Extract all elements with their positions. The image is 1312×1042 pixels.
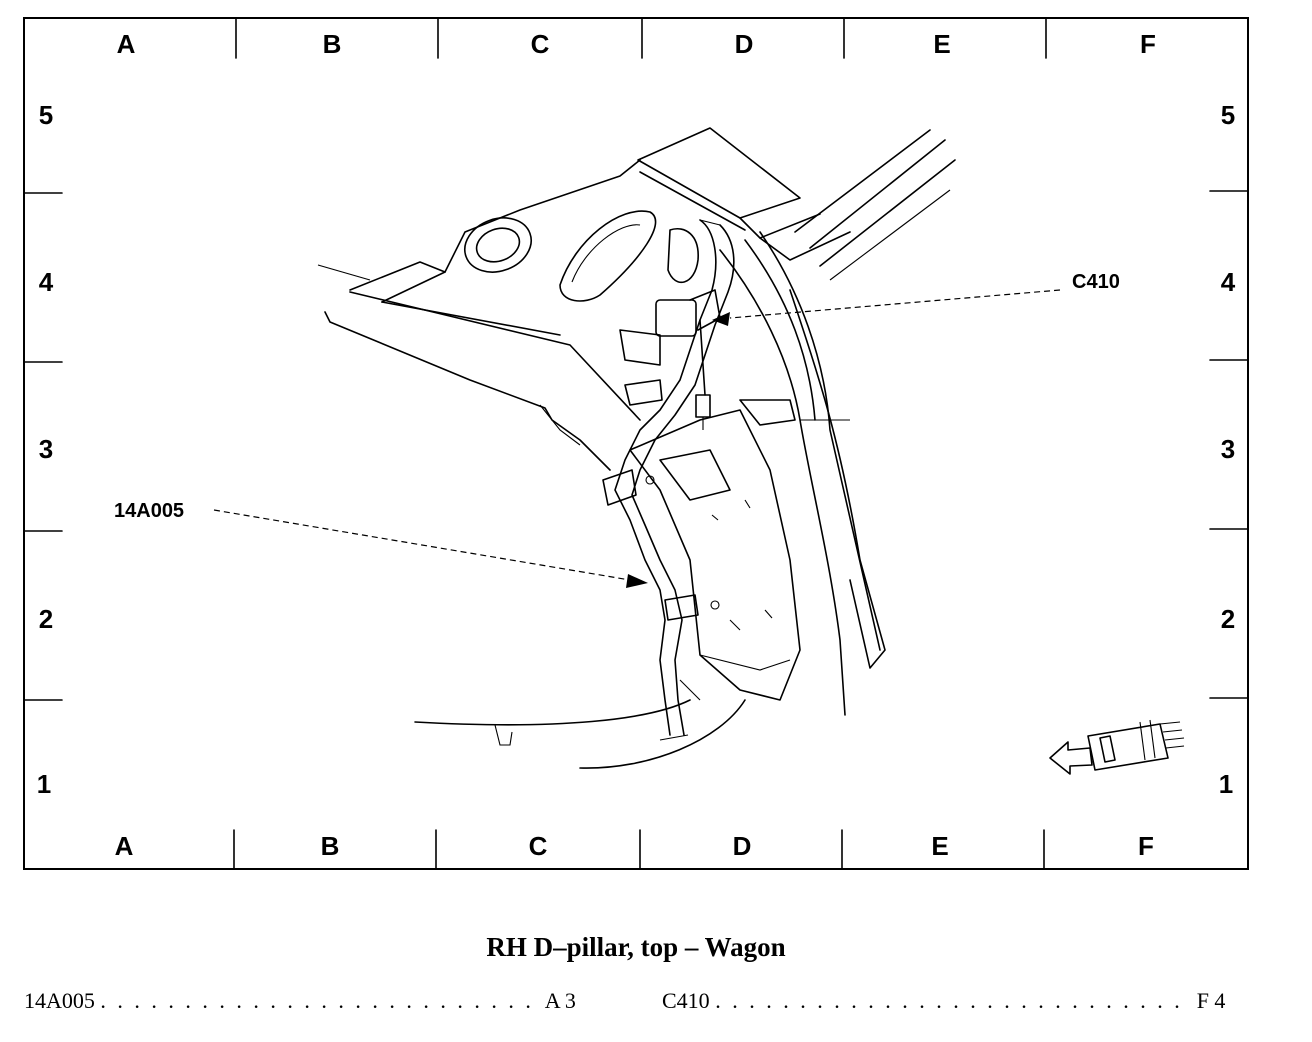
column-label-top-c: C [531,29,550,59]
callout-c410-label: C410 [1072,271,1120,293]
column-label-bottom-b: B [321,831,340,861]
index-part: C410 [662,988,710,1013]
column-label-bottom-e: E [931,831,948,861]
harness-arrowhead [626,574,648,588]
column-label-bottom-c: C [529,831,548,861]
column-label-bottom-d: D [733,831,752,861]
index-location: F 4 [1196,988,1226,1013]
column-label-top-e: E [933,29,950,59]
index-entry-14a005: 14A005 . . . . . . . . . . . . . . . . .… [24,988,576,1014]
harness-leader-line [213,509,631,581]
c410-leader-line [729,289,1061,319]
column-dividers-top [235,17,1047,59]
index-part: 14A005 [24,988,95,1013]
row-dividers [23,190,1249,701]
row-label-left-3: 3 [39,434,53,464]
column-dividers-bottom [233,829,1045,870]
diagram-caption: RH D–pillar, top – Wagon [486,932,786,962]
column-label-top-d: D [735,29,754,59]
index-leader-dots: . . . . . . . . . . . . . . . . . . . . … [715,988,1191,1013]
row-label-right-5: 5 [1221,100,1235,130]
diagram-frame [23,17,1249,870]
index-entry-c410: C410 . . . . . . . . . . . . . . . . . .… [662,988,1225,1014]
row-label-right-2: 2 [1221,604,1235,634]
row-label-left-1: 1 [37,769,51,799]
column-label-top-a: A [117,29,136,59]
locator-diagram: A B C D E F A B C D E F 5 4 3 2 1 5 4 3 … [23,17,1249,870]
column-label-top-f: F [1140,29,1156,59]
column-label-bottom-a: A [115,831,134,861]
callout-14a005-label: 14A005 [114,500,184,522]
column-label-bottom-f: F [1138,831,1154,861]
row-label-left-4: 4 [39,267,54,297]
row-label-left-5: 5 [39,100,53,130]
row-label-right-4: 4 [1221,267,1236,297]
index-location: A 3 [544,988,576,1013]
vehicle-front-arrow-icon [1049,719,1185,775]
row-label-left-2: 2 [39,604,53,634]
index-leader-dots: . . . . . . . . . . . . . . . . . . . . … [100,988,540,1013]
column-label-top-b: B [323,29,342,59]
d-pillar-illustration [317,127,956,769]
row-label-right-3: 3 [1221,434,1235,464]
row-label-right-1: 1 [1219,769,1233,799]
c410-arrowhead [712,312,730,326]
